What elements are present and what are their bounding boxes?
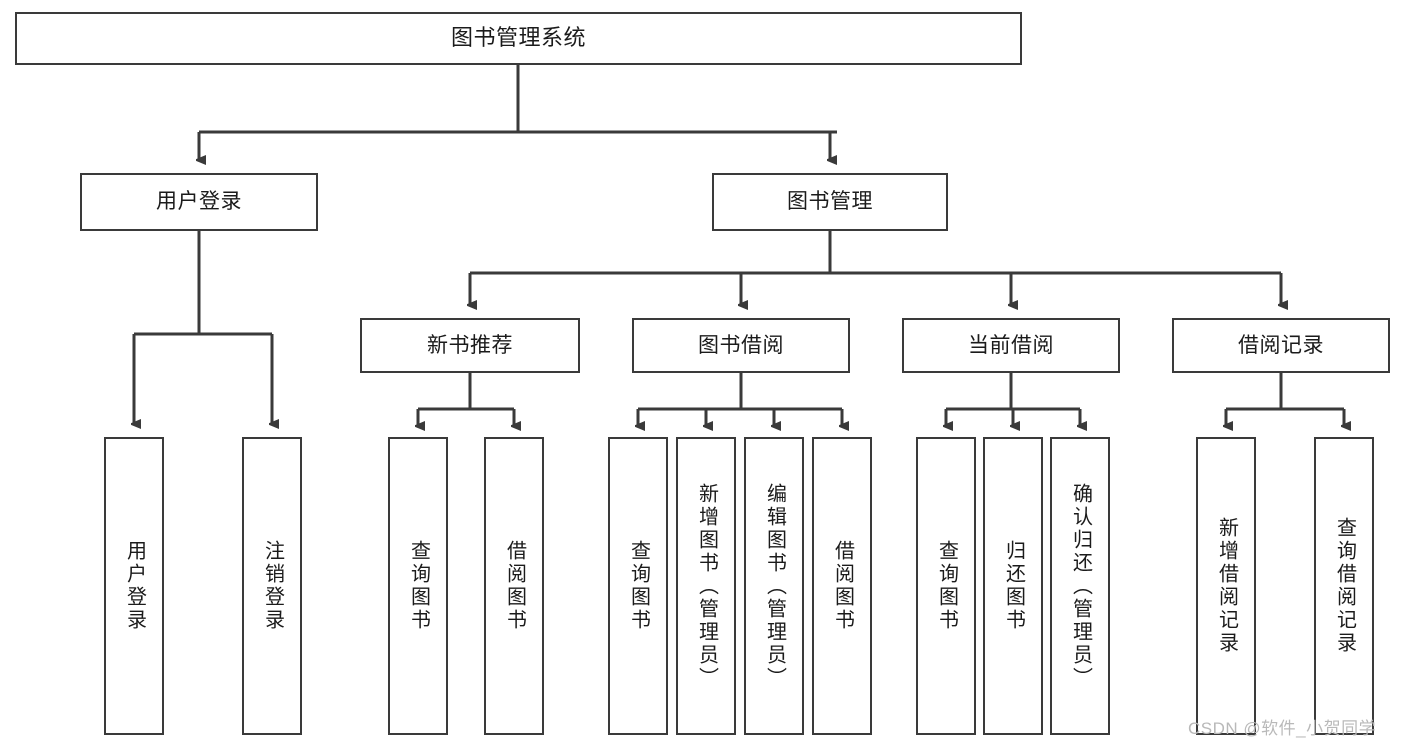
leaf-add-book-admin[interactable]: 新增图书（管理员） [676,437,736,735]
leaf-query-borrow-record-label: 查询借阅记录 [1333,517,1356,655]
node-user-login-label: 用户登录 [156,190,242,214]
node-user-login[interactable]: 用户登录 [80,173,318,231]
leaf-edit-book-admin-label: 编辑图书（管理员） [763,482,786,690]
watermark: CSDN @软件_小贺同学 [1188,719,1377,738]
node-new-book-recommend[interactable]: 新书推荐 [360,318,580,373]
leaf-confirm-return-admin[interactable]: 确认归还（管理员） [1050,437,1110,735]
node-current-borrow[interactable]: 当前借阅 [902,318,1120,373]
leaf-return-book[interactable]: 归还图书 [983,437,1043,735]
leaf-confirm-return-admin-label: 确认归还（管理员） [1069,482,1092,690]
node-root[interactable]: 图书管理系统 [15,12,1022,65]
leaf-add-borrow-record[interactable]: 新增借阅记录 [1196,437,1256,735]
leaf-add-book-admin-label: 新增图书（管理员） [695,482,718,690]
leaf-query-book-current-label: 查询图书 [935,540,958,632]
leaf-query-book-current[interactable]: 查询图书 [916,437,976,735]
leaf-query-book-recommend-label: 查询图书 [407,540,430,632]
leaf-logout-login-label: 注销登录 [261,540,284,632]
leaf-query-borrow-record[interactable]: 查询借阅记录 [1314,437,1374,735]
leaf-logout-login[interactable]: 注销登录 [242,437,302,735]
leaf-query-book-recommend[interactable]: 查询图书 [388,437,448,735]
leaf-borrow-book[interactable]: 借阅图书 [812,437,872,735]
leaf-add-borrow-record-label: 新增借阅记录 [1215,517,1238,655]
node-borrow-record-label: 借阅记录 [1238,333,1324,357]
node-book-borrow[interactable]: 图书借阅 [632,318,850,373]
leaf-query-book-borrow-label: 查询图书 [627,540,650,632]
leaf-return-book-label: 归还图书 [1002,540,1025,632]
leaf-edit-book-admin[interactable]: 编辑图书（管理员） [744,437,804,735]
node-book-management-label: 图书管理 [787,190,873,214]
node-book-borrow-label: 图书借阅 [698,333,784,357]
node-borrow-record[interactable]: 借阅记录 [1172,318,1390,373]
leaf-borrow-book-label: 借阅图书 [831,540,854,632]
leaf-user-login-label: 用户登录 [123,540,146,632]
leaf-user-login[interactable]: 用户登录 [104,437,164,735]
node-root-label: 图书管理系统 [450,25,586,51]
node-new-book-recommend-label: 新书推荐 [427,333,513,357]
leaf-query-book-borrow[interactable]: 查询图书 [608,437,668,735]
leaf-borrow-book-recommend-label: 借阅图书 [503,540,526,632]
node-current-borrow-label: 当前借阅 [968,333,1054,357]
node-book-management[interactable]: 图书管理 [712,173,948,231]
leaf-borrow-book-recommend[interactable]: 借阅图书 [484,437,544,735]
